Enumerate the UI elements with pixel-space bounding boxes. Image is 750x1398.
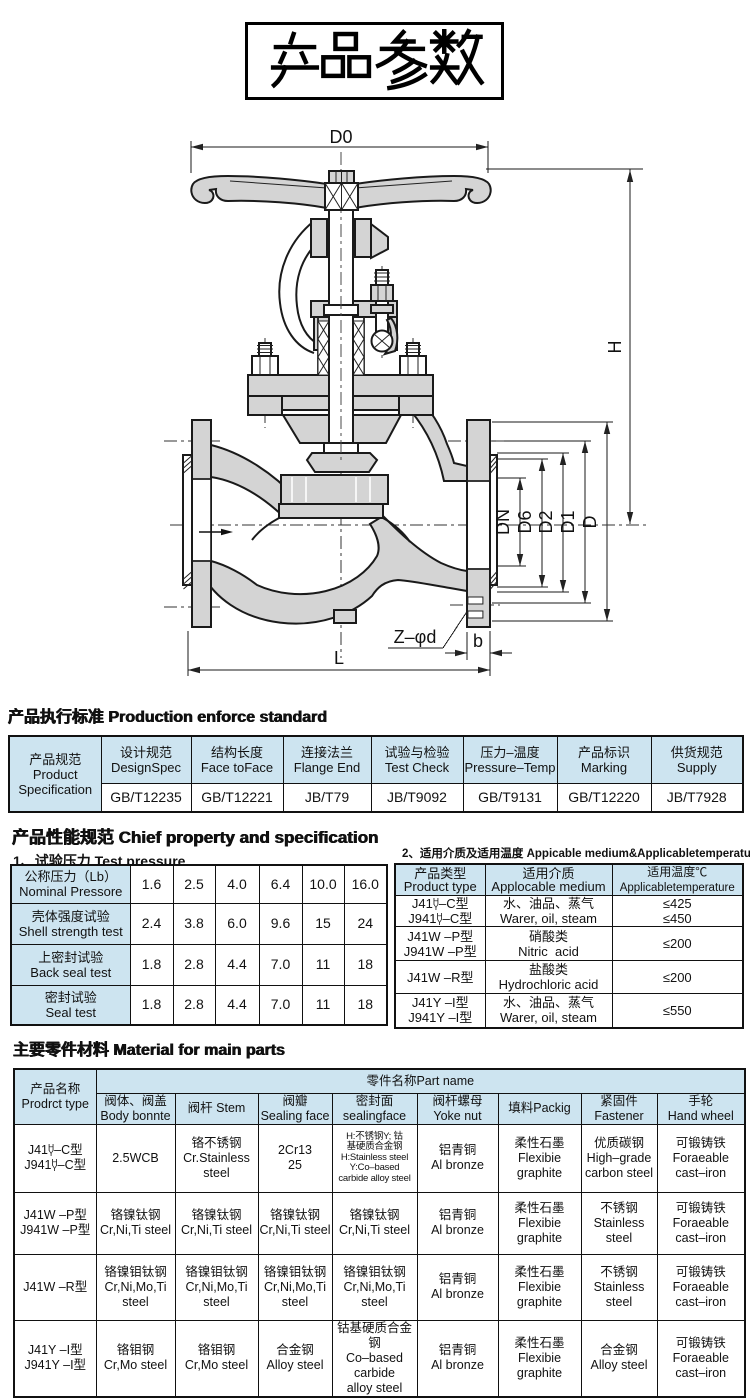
- svg-text:D2: D2: [536, 510, 556, 533]
- svg-text:b: b: [473, 631, 483, 651]
- svg-text:D1: D1: [558, 510, 578, 533]
- svg-text:DN: DN: [493, 509, 513, 535]
- svg-text:Z–φd: Z–φd: [394, 627, 437, 647]
- svg-text:D6: D6: [515, 510, 535, 533]
- svg-text:D: D: [580, 516, 600, 529]
- svg-text:D0: D0: [329, 127, 352, 147]
- svg-text:H: H: [605, 341, 625, 354]
- svg-text:L: L: [334, 648, 344, 668]
